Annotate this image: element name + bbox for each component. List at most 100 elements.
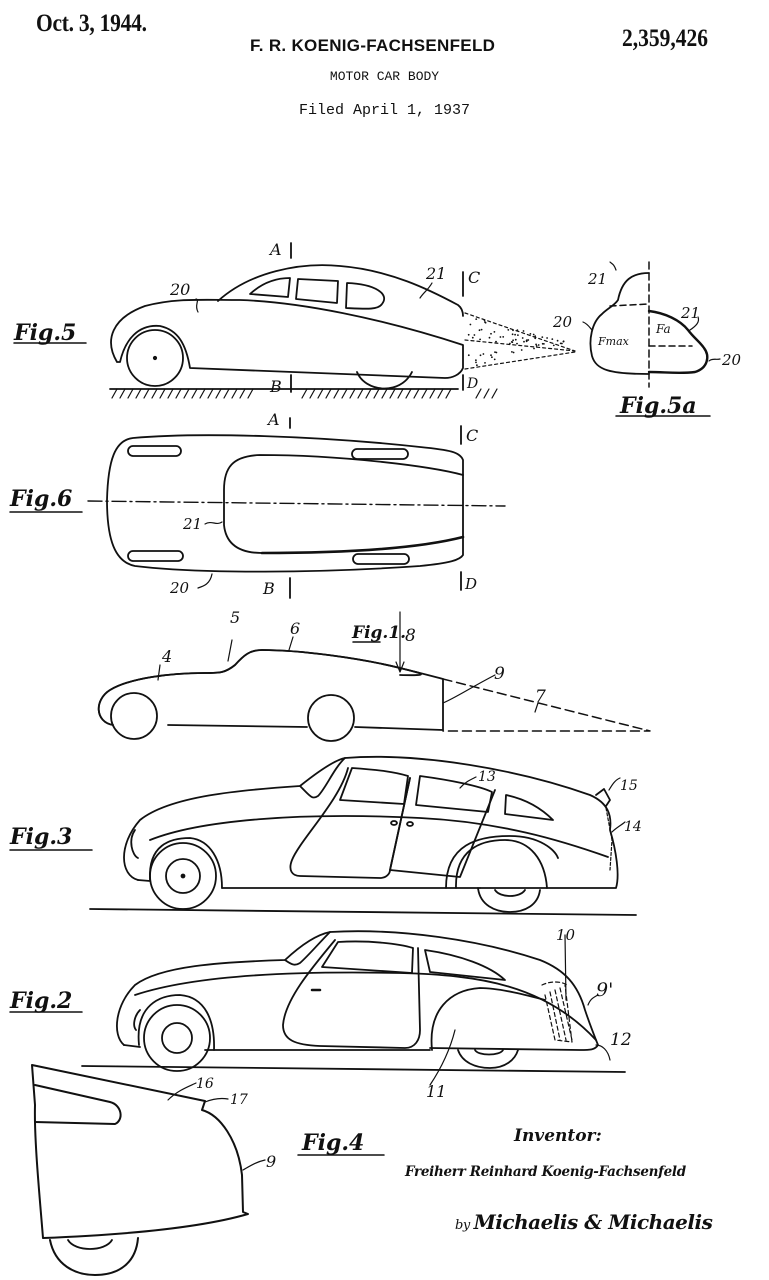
fig4-rear-hubcap [67, 1239, 113, 1250]
fig5-body-outline [110, 298, 464, 379]
wake-dot [514, 333, 516, 336]
wake-dot [525, 340, 528, 343]
wake-dot [535, 343, 537, 346]
fig4-label: Fig.4 [301, 1130, 364, 1156]
wake-dot [473, 334, 476, 336]
fig3-label: Fig.3 [9, 824, 72, 850]
hatch-mark [483, 388, 490, 399]
wake-dot [488, 336, 491, 339]
hatch-mark [183, 388, 190, 399]
fig1-ref-8: 8 [405, 626, 416, 646]
filing-date: Filed April 1, 1937 [298, 102, 471, 119]
fig5a-leader-21-left [609, 261, 617, 271]
wake-dot [471, 336, 474, 339]
hatch-mark [207, 388, 214, 399]
hatch-mark [325, 388, 332, 399]
fig2-label: Fig.2 [9, 988, 72, 1014]
fig1-leader-6 [288, 636, 294, 651]
fig2-front-hubcap [161, 1022, 193, 1054]
hatch-mark [341, 388, 348, 399]
fig5a-right-outline [647, 309, 709, 375]
fig3-front-fender-arch [149, 837, 223, 889]
hatch-mark [111, 388, 118, 399]
wake-dot [475, 361, 477, 364]
fig2-leader-9p [587, 994, 599, 1006]
hatch-mark [317, 388, 324, 399]
fig2-front-fender-arch [137, 994, 215, 1051]
hatch-mark [381, 388, 388, 399]
figure-1-profile [97, 611, 651, 742]
fig3-ref-13: 13 [478, 769, 496, 785]
hatch-mark [239, 388, 246, 399]
fig1-body-top-line [97, 649, 444, 731]
wake-dot [507, 329, 510, 331]
fig4-rear-wheel [49, 1237, 139, 1276]
wake-dot [517, 334, 519, 336]
fig5-window-rear [345, 282, 385, 310]
fig6-leader-21 [204, 521, 223, 525]
fig2-headlight [133, 1009, 141, 1031]
wake-dot [541, 342, 544, 345]
fig2-front-window [321, 940, 414, 974]
fig6-label: Fig.6 [9, 486, 72, 512]
fig5a-left-division [609, 303, 650, 307]
fig4-body-outline [31, 1064, 249, 1239]
wake-dot [484, 362, 486, 364]
hatch-mark [373, 388, 380, 399]
wake-dot [534, 335, 537, 338]
fig5-front-wheel-hub [152, 355, 158, 361]
fig6-mark-d: D [464, 575, 477, 593]
hatch-mark [159, 388, 166, 399]
wake-dot [516, 329, 519, 332]
hatch-mark [119, 388, 126, 399]
fig5-window-middle [295, 278, 339, 304]
fig5-ground-hatch [111, 388, 498, 399]
fig5-leader-21 [419, 282, 433, 299]
wake-dot [520, 349, 523, 351]
fig6-mark-a: A [266, 410, 280, 429]
fig5a-ref-20-left: 20 [552, 313, 573, 331]
wake-dot [533, 347, 535, 350]
fig1-ref-6: 6 [290, 619, 300, 638]
hatch-mark [135, 388, 142, 399]
fig2-leader-12 [595, 1044, 611, 1061]
fig2-rear-fender-skirt [430, 987, 546, 1051]
fig2-ground [81, 1065, 626, 1073]
fig3-front-hub [180, 873, 186, 879]
fig5-leader-20 [195, 298, 199, 313]
fig5a-leader-20-right [708, 358, 721, 362]
fig6-mark-b: B [262, 579, 275, 598]
fig6-centerline [87, 500, 506, 507]
fig5a-leader-21-right [689, 316, 700, 331]
wake-dot [559, 342, 562, 345]
fig1-ref-9: 9 [494, 664, 505, 684]
fig5-mark-d: D [466, 376, 478, 392]
fig1-rear-wheel [307, 694, 355, 742]
hatch-mark [231, 388, 238, 399]
fig5a-ref-21-left: 21 [587, 270, 607, 288]
fig5-ref-21: 21 [425, 264, 446, 283]
wake-dot [512, 339, 514, 342]
hatch-mark [421, 388, 428, 399]
hatch-mark [301, 388, 308, 399]
fig6-cabin-lower-edge [260, 535, 465, 555]
wake-dot [475, 318, 478, 320]
fig5a-label: Fig.5a [619, 393, 697, 419]
wake-dot [534, 337, 537, 340]
fig6-ref-20: 20 [169, 579, 190, 597]
fig6-front-left-wheel [127, 445, 182, 457]
wake-dot [467, 333, 470, 336]
wake-dot [511, 351, 513, 353]
wake-dot [469, 323, 472, 326]
fig3-rear-door-handle [406, 821, 414, 827]
fig2-front-bumper [123, 1044, 141, 1048]
fig5-ref-20: 20 [169, 280, 190, 299]
fig1-wake-tail [442, 678, 651, 732]
fig2-rear-hubcap [474, 1049, 504, 1056]
figure-3-car-side [89, 755, 637, 916]
fig3-front-door [289, 767, 411, 879]
fig2-windshield [284, 931, 331, 966]
wake-dot [494, 351, 496, 353]
